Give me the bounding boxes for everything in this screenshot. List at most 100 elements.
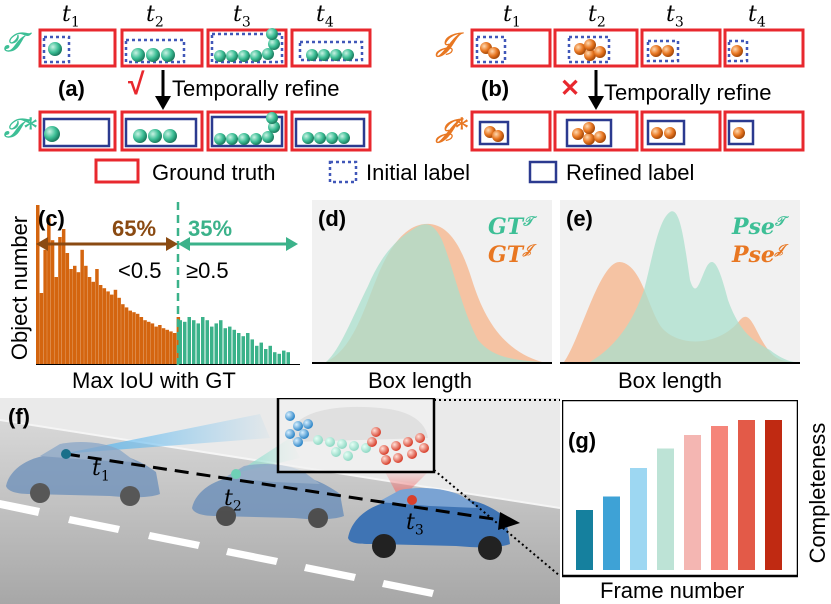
time-label-t2-right: t2 — [588, 2, 606, 31]
left-thresh: <0.5 — [118, 258, 162, 283]
panel-a-label: (a) — [58, 76, 85, 101]
iou-bar-below-21 — [113, 289, 118, 365]
iou-bar-above-0 — [178, 320, 182, 365]
iou-bar-below-8 — [65, 253, 70, 365]
iou-bar-above-14 — [241, 336, 245, 365]
time-label-t4-right: t4 — [748, 2, 766, 31]
panel-g-ylabel: Completeness — [805, 422, 830, 564]
completeness-bar-2 — [603, 496, 620, 570]
iou-bar-below-17 — [98, 285, 103, 365]
iou-bar-below-6 — [58, 237, 62, 365]
iou-bar-below-24 — [124, 307, 129, 365]
completeness-bar-7 — [738, 420, 755, 570]
orange-refined-row — [470, 110, 805, 152]
iou-bar-above-22 — [277, 353, 281, 365]
teal-object — [48, 42, 62, 56]
completeness-bar-4 — [657, 448, 674, 570]
iou-bar-below-3 — [47, 217, 51, 365]
panel-g-label: (g) — [568, 428, 597, 453]
right-thresh: ≥0.5 — [186, 258, 229, 283]
initial-label-box — [42, 35, 71, 64]
orange-set-label: 𝒥 — [437, 28, 455, 58]
orange-initial-row — [470, 28, 805, 68]
initial-label-box — [124, 38, 186, 64]
scene-t3: t3 — [406, 510, 424, 539]
iou-bar-below-16 — [95, 269, 99, 365]
iou-bar-below-7 — [61, 229, 66, 365]
cross-mark: ✕ — [560, 75, 581, 102]
panel-b-label: (b) — [481, 76, 510, 101]
iou-bar-above-20 — [268, 345, 272, 365]
iou-bar-below-10 — [73, 265, 77, 365]
iou-bar-above-19 — [264, 349, 268, 365]
refined-label-box — [42, 117, 111, 148]
panel-g-chart — [562, 400, 798, 578]
panel-e-label: (e) — [566, 206, 593, 231]
car-t3 — [348, 488, 510, 560]
iou-bar-below-33 — [158, 325, 162, 365]
completeness-bar-8 — [765, 420, 782, 570]
iou-bar-below-25 — [128, 310, 132, 365]
refined-label-box — [124, 117, 198, 148]
refined-label-box — [210, 115, 284, 148]
panel-d-chart — [312, 200, 552, 364]
left-arrow — [36, 237, 178, 251]
teal-initial-row — [38, 28, 372, 68]
gt-t-density — [326, 224, 542, 362]
iou-bar-below-30 — [147, 321, 151, 365]
refine-arrow-left — [155, 70, 171, 110]
sensor-dot-t1 — [61, 449, 71, 459]
iou-bar-above-21 — [273, 352, 277, 365]
iou-bar-above-24 — [286, 352, 290, 365]
top-frames-svg — [38, 28, 805, 184]
check-mark: √ — [128, 68, 145, 101]
iou-bar-above-15 — [246, 333, 250, 365]
panel-e-xlabel: Box length — [618, 368, 722, 393]
refine-text-b: Temporally refine — [604, 80, 772, 105]
iou-bar-above-12 — [232, 329, 236, 365]
iou-bar-above-11 — [228, 326, 232, 365]
refined-label-box — [294, 117, 366, 148]
iou-bar-below-13 — [84, 265, 88, 365]
iou-bar-above-9 — [219, 320, 223, 365]
teal-set-label: 𝒯 — [4, 28, 24, 58]
iou-bar-below-35 — [165, 329, 169, 365]
iou-bar-above-4 — [196, 323, 200, 365]
iou-bar-above-8 — [214, 323, 218, 365]
completeness-bar-5 — [684, 435, 701, 570]
sensor-beam-1 — [62, 414, 270, 454]
left-pct: 65% — [112, 216, 157, 241]
panel-e-chart — [560, 200, 800, 364]
completeness-bar-3 — [630, 468, 647, 570]
iou-bar-below-34 — [161, 328, 166, 365]
time-label-t3-left: t3 — [233, 2, 251, 31]
scene-t2: t2 — [224, 486, 242, 515]
pse-t-legend: Pse𝒯 — [732, 214, 785, 240]
time-label-t3-right: t3 — [666, 2, 684, 31]
legend-refined-label: Refined label — [566, 160, 695, 185]
legend-ground-truth: Ground truth — [152, 160, 276, 185]
refine-arrow-right — [588, 70, 604, 110]
sensor-dot-t3 — [407, 495, 417, 505]
completeness-bar-1 — [576, 510, 593, 570]
iou-bar-below-20 — [110, 294, 114, 365]
iou-bar-below-37 — [172, 333, 177, 365]
panel-c-xlabel: Max IoU with GT — [72, 368, 236, 393]
iou-bar-below-4 — [50, 240, 55, 365]
time-label-t4-left: t4 — [316, 2, 334, 31]
pse-t-density — [590, 211, 796, 362]
iou-bar-below-9 — [69, 269, 73, 365]
iou-bar-above-5 — [201, 317, 205, 365]
iou-bar-above-10 — [223, 328, 227, 365]
panel-f-scene — [0, 398, 560, 604]
time-label-t1-right: t1 — [503, 2, 521, 31]
panel-c-label: (c) — [38, 206, 65, 231]
sensor-beam-3 — [384, 470, 430, 500]
iou-bar-below-11 — [76, 272, 81, 365]
iou-bar-above-7 — [210, 326, 214, 365]
iou-bar-below-18 — [102, 288, 107, 365]
sensor-dot-t2 — [231, 469, 241, 479]
iou-bar-above-1 — [183, 321, 187, 365]
iou-bar-above-17 — [255, 345, 259, 365]
iou-bar-below-14 — [87, 277, 92, 365]
